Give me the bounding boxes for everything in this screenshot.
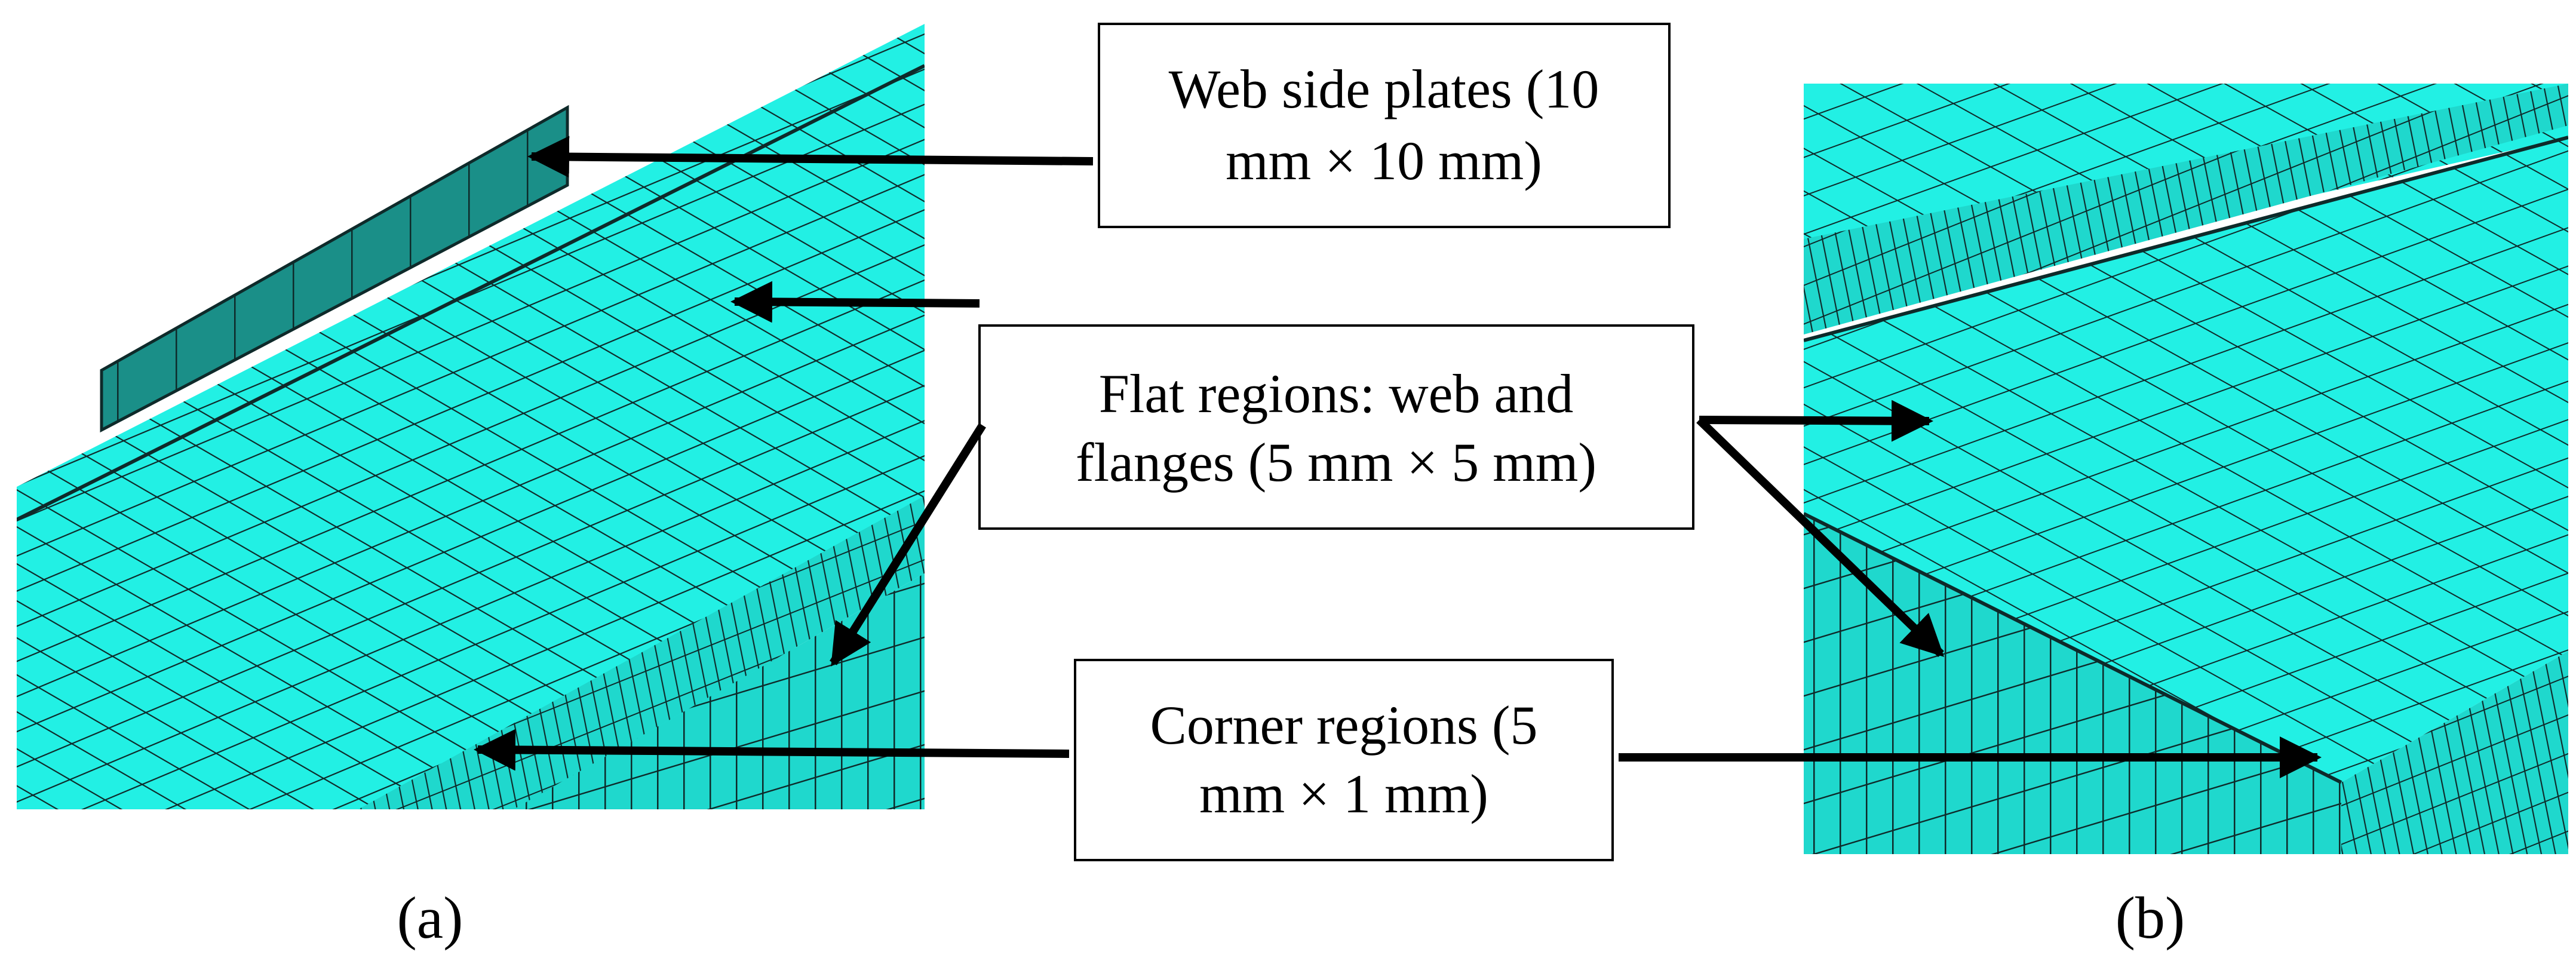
panel-b-label: (b): [2116, 885, 2185, 951]
arrow-flat-a-top: [730, 281, 980, 323]
upper-flange: [17, 24, 925, 520]
arrow-corner-a: [474, 729, 1070, 771]
callout-corner-regions: Corner regions (5 mm × 1 mm): [1074, 659, 1614, 861]
arrow-flat-b-web: [1696, 416, 1945, 658]
lower-web-b: [1804, 514, 2341, 854]
callout-web-line1: Web side plates (10: [1169, 59, 1599, 119]
callout-web-side-plates: Web side plates (10 mm × 10 mm): [1098, 23, 1671, 228]
callout-corner-line1: Corner regions (5: [1150, 695, 1538, 756]
callout-flat-line2: flanges (5 mm × 5 mm): [1076, 432, 1596, 493]
callout-web-line2: mm × 10 mm): [1226, 130, 1542, 191]
web-side-plates: [100, 105, 569, 433]
callout-flat-line1: Flat regions: web and: [1099, 363, 1574, 424]
flat-region-b: [1804, 137, 2568, 782]
panel-b-mesh: [1804, 84, 2568, 854]
corner-region-b: [2341, 651, 2568, 854]
corner-band-upper-b: [1804, 84, 2568, 334]
arrow-web-plates: [527, 136, 1094, 178]
callout-corner-line2: mm × 1 mm): [1199, 763, 1488, 824]
panel-a-mesh: [17, 24, 925, 809]
panel-a-label: (a): [397, 885, 463, 951]
arrows: [474, 136, 2322, 778]
arrow-flat-b-plate: [1699, 400, 1933, 442]
callout-flat-regions: Flat regions: web and flanges (5 mm × 5 …: [978, 324, 1694, 530]
arrow-flat-a-corner: [830, 423, 986, 667]
